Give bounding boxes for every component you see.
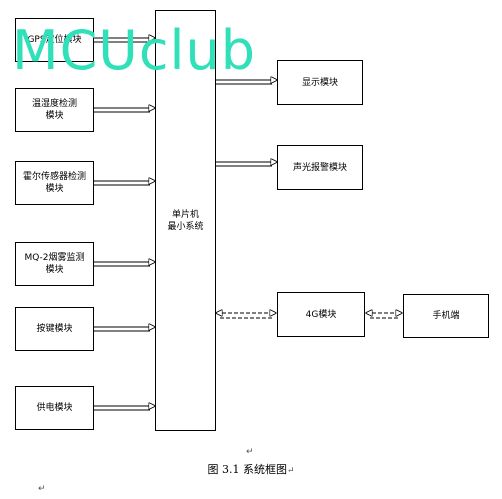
module-mq2-label: MQ-2烟雾监测 模块: [24, 253, 85, 275]
module-hall: 霍尔传感器检测 模块: [15, 161, 94, 205]
module-power-label: 供电模块: [36, 403, 73, 413]
phone-terminal: 手机端: [403, 294, 489, 338]
mcu-label: 单片机 最小系统: [167, 209, 204, 232]
module-temp-humidity-label: 温湿度检测 模块: [31, 99, 77, 121]
module-4g: 4G模块: [277, 292, 365, 337]
module-mq2: MQ-2烟雾监测 模块: [15, 242, 94, 286]
module-display-label: 显示模块: [301, 77, 338, 88]
module-4g-label: 4G模块: [305, 309, 337, 320]
module-gps: GPS定位模块: [15, 18, 94, 62]
module-gps-label: GPS定位模块: [27, 35, 82, 45]
caption-text: 图 3.1 系统框图: [207, 463, 287, 476]
return-mark-top: ↵: [246, 447, 254, 457]
right-arrows: [215, 80, 277, 167]
return-mark-bottom: ↵: [38, 484, 46, 494]
left-arrows: [94, 38, 155, 411]
module-hall-label: 霍尔传感器检测 模块: [22, 172, 86, 194]
module-temp-humidity: 温湿度检测 模块: [15, 88, 94, 132]
return-mark-caption: ↵: [286, 466, 295, 476]
module-keys: 按键模块: [15, 307, 94, 351]
module-alarm: 声光报警模块: [277, 145, 363, 190]
phone-label: 手机端: [432, 311, 460, 321]
module-keys-label: 按键模块: [36, 324, 73, 334]
module-power: 供电模块: [15, 386, 94, 430]
bidirectional-arrows: [216, 313, 402, 319]
watermark-mcuclub: MCUclub: [12, 19, 257, 82]
module-alarm-label: 声光报警模块: [292, 162, 347, 173]
mcu-minimum-system: 单片机 最小系统: [155, 10, 216, 431]
module-display: 显示模块: [277, 60, 363, 105]
figure-caption: 图 3.1 系统框图↵: [0, 461, 502, 477]
